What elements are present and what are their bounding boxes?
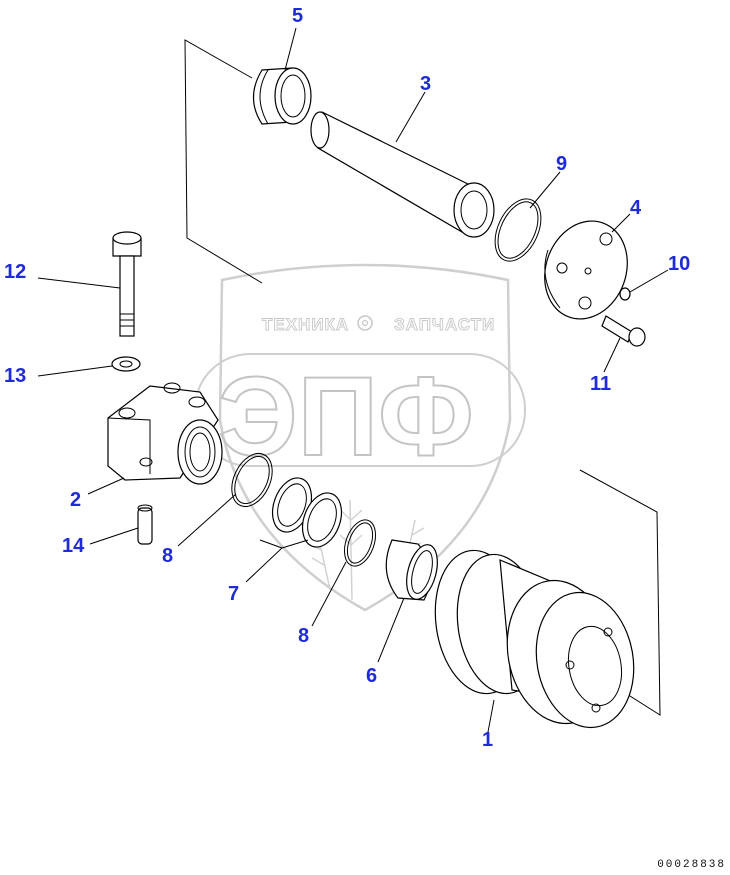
callout-leader-lines [37,27,669,733]
part-9-o-ring [494,198,542,262]
callout-11: 11 [590,373,611,395]
part-1-roller [434,549,635,729]
part-11-bolt [601,315,646,347]
part-4-cover [544,220,628,320]
part-8-o-ring-upper [231,453,273,507]
callout-labels: 5 3 9 4 10 11 12 13 2 14 8 7 8 6 1 [4,5,690,751]
part-8-o-ring-lower [343,519,377,567]
callout-9: 9 [556,153,567,175]
callout-12: 12 [4,261,26,283]
callout-8-lower: 8 [298,625,309,647]
part-5-bushing [252,67,312,125]
callout-6: 6 [366,665,377,687]
part-13-washer [111,356,141,372]
part-12-bolt [112,231,142,337]
part-10-screw [619,287,631,301]
watermark-left-word: ТЕХНИКА [262,315,349,334]
watermark-logo-letters: ЭПФ [218,354,474,479]
part-3-shaft [310,111,495,238]
callout-4: 4 [630,197,642,219]
drawing-code: 00028838 [657,859,726,871]
part-7-seal-pair [271,477,343,548]
part-6-bushing [385,539,438,601]
part-2-housing [107,382,223,485]
callout-13: 13 [4,365,26,387]
watermark-right-word: ЗАПЧАСТИ [394,315,495,334]
callout-7: 7 [228,583,239,605]
part-14-pin [137,504,153,545]
callout-14: 14 [62,535,85,557]
callout-3: 3 [420,73,431,95]
callout-2: 2 [70,489,81,511]
callout-8-upper: 8 [162,545,173,567]
gear-icon [357,315,373,331]
callout-1: 1 [482,729,493,751]
callout-10: 10 [668,253,690,275]
callout-5: 5 [292,5,303,27]
